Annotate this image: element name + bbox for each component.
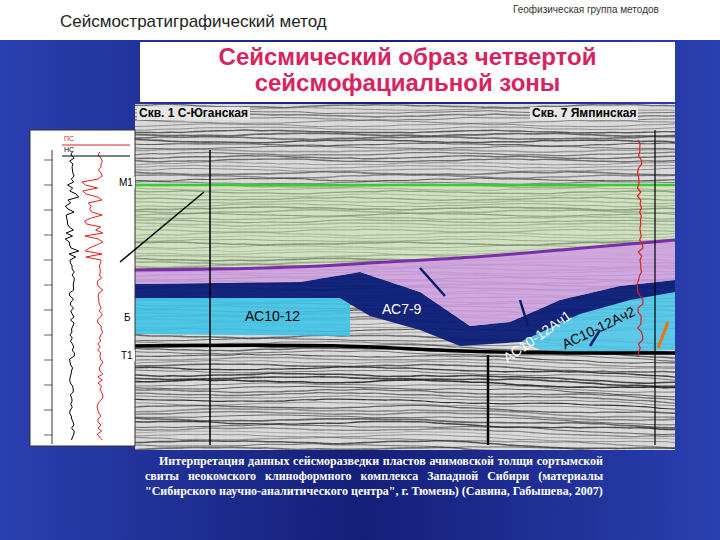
reflector — [135, 127, 675, 130]
caption-text: Интерпретация данных сейсморазведки плас… — [145, 454, 603, 499]
depth-tick — [44, 185, 52, 186]
depth-tick — [44, 160, 52, 161]
log-scale — [62, 145, 130, 146]
reflector — [135, 447, 675, 450]
well-bore — [487, 355, 490, 445]
facies-zones — [135, 130, 675, 445]
layer-name: АС10-12Ач2 — [560, 304, 638, 353]
depth-tick — [44, 310, 52, 311]
pointer-arrow — [520, 300, 528, 326]
log-name: ПС — [64, 135, 74, 143]
reflector — [135, 137, 675, 140]
reflector — [135, 168, 675, 171]
reflector — [135, 120, 675, 123]
reflector — [135, 181, 675, 184]
gamma-log — [65, 152, 79, 440]
depth-tick — [44, 385, 52, 386]
reflector — [135, 139, 675, 142]
well-log — [637, 140, 643, 356]
horizon-name: М1 — [117, 177, 135, 188]
reflector — [135, 162, 675, 165]
horizon-m1 — [135, 184, 675, 187]
lilac-layer — [135, 240, 675, 326]
horizon-name: Б — [122, 312, 133, 323]
slide-title: Сейсмический образ четвертой сейсмофациа… — [140, 44, 675, 96]
log-panel — [30, 130, 135, 446]
depth-tick — [44, 335, 52, 336]
reflector — [135, 149, 675, 152]
group-heading: Геофизическая группа методов — [513, 4, 659, 15]
reflector — [135, 380, 675, 388]
reflector — [135, 133, 675, 136]
log-name: НС — [64, 146, 74, 154]
reflector — [135, 152, 675, 156]
sp-log — [82, 152, 103, 440]
reflector — [135, 175, 675, 178]
layer-name: АС10-12 — [245, 309, 300, 324]
horizon-name: Т1 — [119, 350, 135, 361]
depth-tick — [44, 360, 52, 361]
log-scale — [62, 156, 130, 157]
depth-tick — [44, 260, 52, 261]
header-strip — [0, 0, 720, 40]
slide-ground — [0, 40, 720, 540]
well-name: Скв. 7 Ямпинская — [530, 107, 638, 120]
reflector — [135, 165, 675, 168]
section-ground — [135, 104, 675, 450]
well-bore — [209, 150, 211, 445]
depth-tick — [44, 285, 52, 286]
reflector — [135, 124, 675, 127]
horizon-line — [135, 240, 675, 270]
reflector — [135, 178, 675, 181]
depth-tick — [44, 210, 52, 211]
depth-tick — [44, 435, 52, 436]
reflector — [135, 159, 675, 162]
depth-axis — [52, 150, 53, 444]
leader-line — [120, 192, 204, 262]
horizon-t1 — [135, 345, 675, 353]
depth-tick — [44, 410, 52, 411]
trace-line — [655, 104, 656, 450]
pointer-arrow — [658, 322, 668, 348]
pointer-arrow — [420, 268, 445, 296]
well-logs — [44, 145, 204, 444]
section-heading: Сейсмостратиграфический метод — [60, 13, 327, 32]
reflector — [135, 146, 675, 149]
depth-tick — [44, 235, 52, 236]
reflector — [135, 143, 675, 146]
well-bore — [654, 130, 655, 445]
layer-name: АС7-9 — [382, 302, 421, 317]
well-name: Скв. 1 С-Юганская — [137, 107, 250, 120]
reflector — [135, 156, 675, 159]
title-band — [140, 42, 675, 102]
cyan-layer — [135, 296, 350, 336]
reflector — [135, 130, 675, 133]
reflectors — [135, 104, 675, 450]
title-text: Сейсмический образ четвертой сейсмофациа… — [188, 44, 628, 96]
